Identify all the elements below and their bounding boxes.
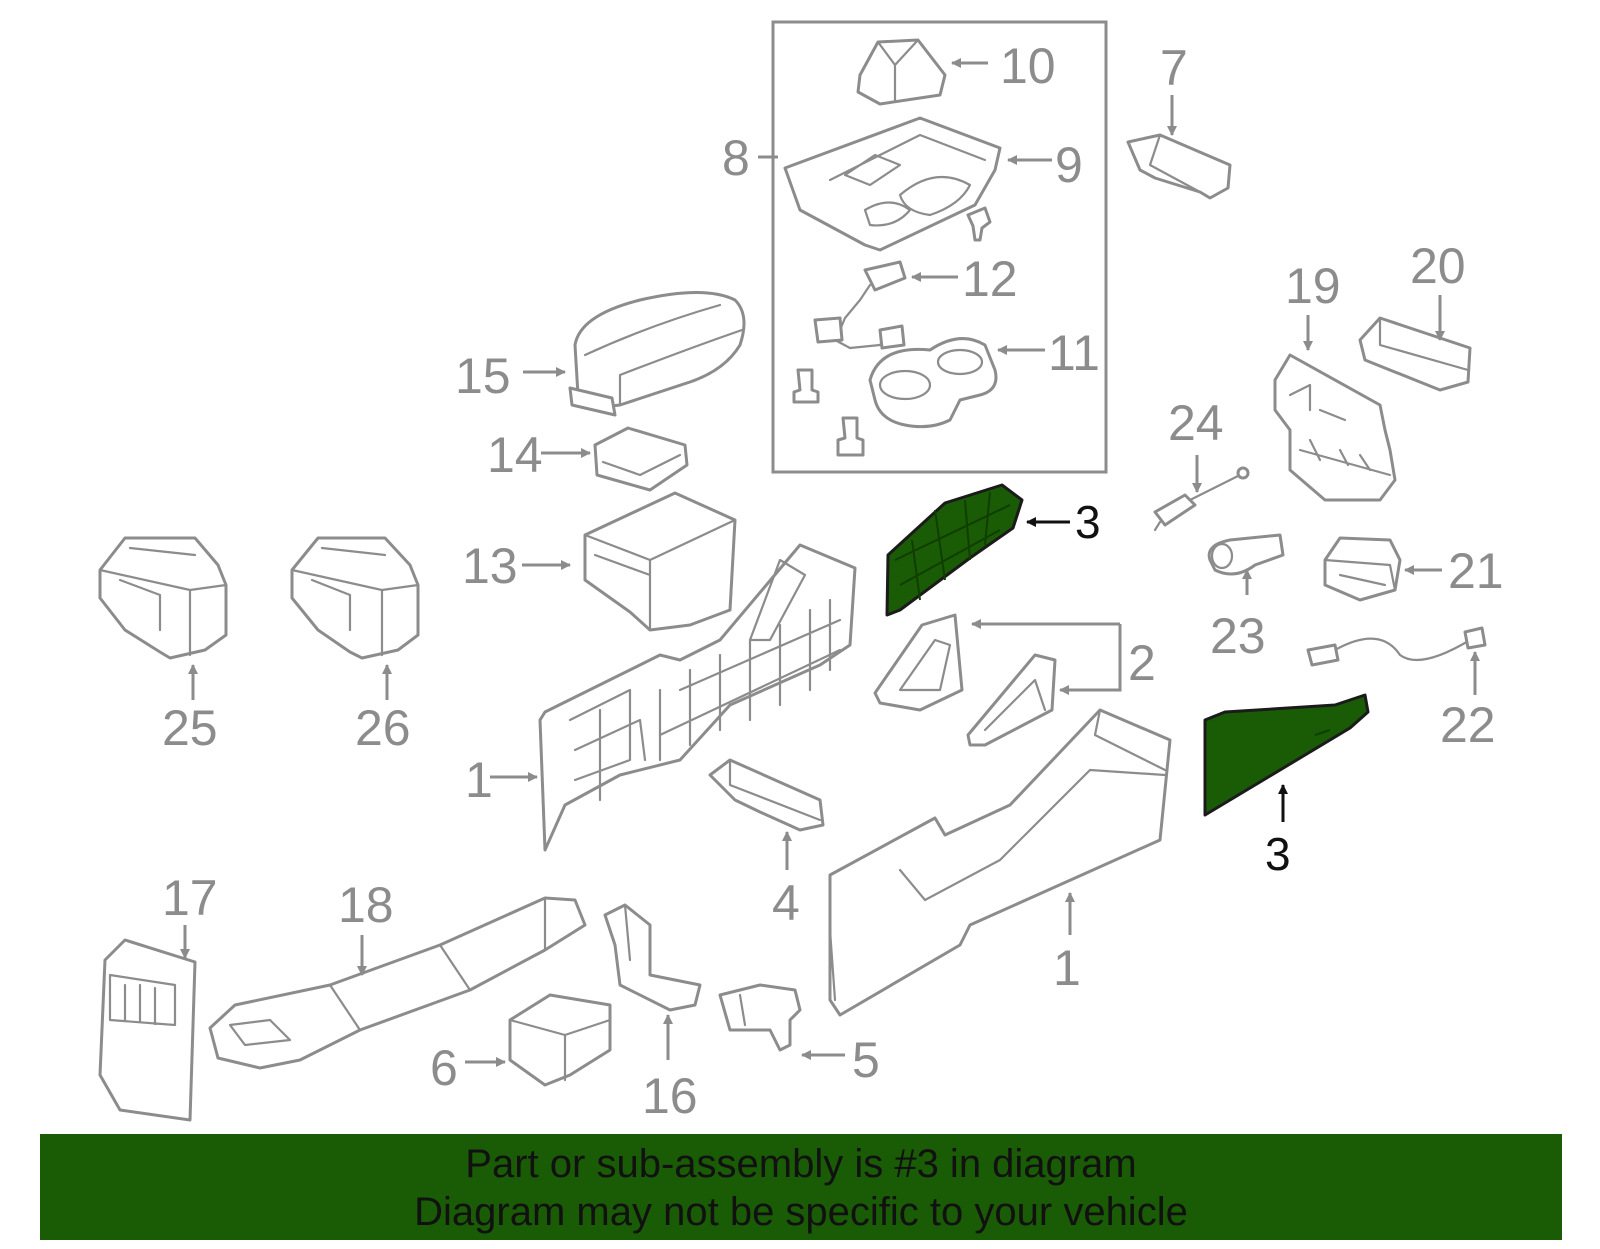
part-console-side-panel[interactable] xyxy=(538,543,857,852)
callout-18: 18 xyxy=(338,877,394,933)
callout-9: 9 xyxy=(1055,137,1083,193)
part-panel-19[interactable] xyxy=(1273,353,1397,502)
part-trim-2a[interactable] xyxy=(873,613,964,712)
callout-labels: 10 7 8 9 12 11 19 20 24 15 14 13 3 2 23 … xyxy=(162,38,1504,1124)
callout-4: 4 xyxy=(772,875,800,931)
part-3-lower-highlighted[interactable] xyxy=(1203,693,1370,817)
part-wiring-22[interactable] xyxy=(1306,626,1487,667)
callout-12: 12 xyxy=(962,251,1018,307)
part-cup-holder[interactable] xyxy=(868,337,998,429)
part-console-upper-trim[interactable] xyxy=(783,116,1002,252)
callout-1-right: 1 xyxy=(1053,940,1081,996)
callout-11: 11 xyxy=(1048,325,1100,381)
part-21[interactable] xyxy=(1323,536,1402,602)
callout-1-left: 1 xyxy=(465,752,493,808)
part-shift-knob[interactable] xyxy=(856,38,947,106)
callout-16: 16 xyxy=(642,1068,698,1124)
part-power-socket[interactable] xyxy=(1207,533,1285,576)
subassembly-frame xyxy=(771,20,1108,474)
callout-8: 8 xyxy=(722,130,750,186)
leader-lines-highlighted xyxy=(1026,517,1288,822)
part-6[interactable] xyxy=(508,993,612,1087)
part-air-duct[interactable] xyxy=(208,896,587,1070)
callout-19: 19 xyxy=(1285,258,1341,314)
banner-line-2: Diagram may not be specific to your vehi… xyxy=(414,1190,1188,1234)
callout-23: 23 xyxy=(1210,608,1266,664)
part-5[interactable] xyxy=(718,983,802,1052)
callout-25: 25 xyxy=(162,700,218,756)
part-17[interactable] xyxy=(98,938,197,1122)
part-console-body[interactable] xyxy=(828,708,1172,1017)
callout-20: 20 xyxy=(1410,238,1466,294)
part-trim-2b[interactable] xyxy=(966,653,1057,747)
part-screw[interactable] xyxy=(792,368,820,404)
part-switch-25[interactable] xyxy=(98,536,228,660)
callout-14: 14 xyxy=(487,427,543,483)
notice-banner: Part or sub-assembly is #3 in diagram Di… xyxy=(40,1134,1562,1240)
callout-21: 21 xyxy=(1448,543,1504,599)
callout-2: 2 xyxy=(1128,635,1156,691)
part-bracket-7[interactable] xyxy=(1126,133,1232,200)
part-4[interactable] xyxy=(708,758,825,832)
banner-line-1: Part or sub-assembly is #3 in diagram xyxy=(465,1142,1137,1186)
callout-24: 24 xyxy=(1168,395,1224,451)
part-20[interactable] xyxy=(1358,316,1472,392)
part-24[interactable] xyxy=(1153,466,1250,532)
callout-7: 7 xyxy=(1160,40,1188,96)
callout-22: 22 xyxy=(1440,697,1496,753)
part-switch-26[interactable] xyxy=(290,536,420,660)
part-screw[interactable] xyxy=(836,416,865,457)
leader-lines xyxy=(180,58,1480,1067)
part-wiring-harness[interactable] xyxy=(813,260,907,350)
callout-3-upper: 3 xyxy=(1075,496,1101,548)
callout-26: 26 xyxy=(355,700,411,756)
callout-3-lower: 3 xyxy=(1265,828,1291,880)
part-console-tray[interactable] xyxy=(593,426,689,492)
callout-10: 10 xyxy=(1000,38,1056,94)
part-storage-box[interactable] xyxy=(583,491,737,632)
callout-17: 17 xyxy=(162,870,218,926)
part-16[interactable] xyxy=(603,903,702,1012)
part-3-upper-highlighted[interactable] xyxy=(885,483,1024,617)
part-armrest-lid[interactable] xyxy=(568,291,746,417)
callout-15: 15 xyxy=(455,348,511,404)
callout-13: 13 xyxy=(462,538,518,594)
callout-5: 5 xyxy=(852,1032,880,1088)
callout-6: 6 xyxy=(430,1040,458,1096)
